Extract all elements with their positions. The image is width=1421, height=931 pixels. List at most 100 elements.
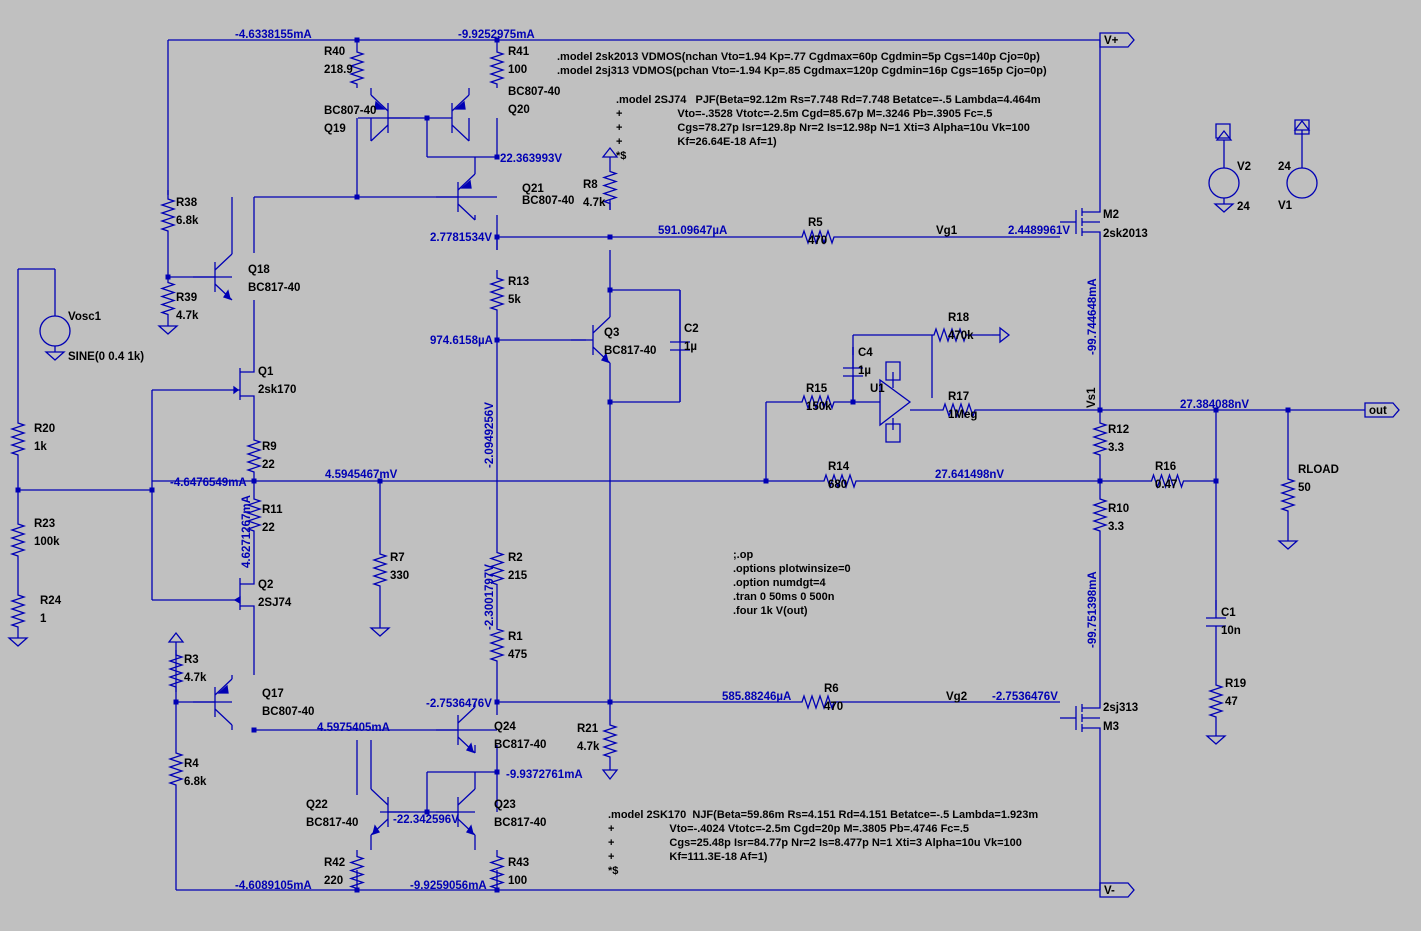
voltage-current-annotation: 2.7781534V <box>430 232 492 244</box>
voltage-current-annotation: -2.7536476V <box>426 698 492 710</box>
component-ref: R17 <box>948 391 969 403</box>
component-ref: C2 <box>684 323 699 335</box>
component-value: 150k <box>806 401 832 413</box>
component-value: BC817-40 <box>306 817 358 829</box>
junction-dot <box>763 478 769 484</box>
voltage-current-annotation: 4.6271267mA <box>241 495 253 568</box>
component-ref: Q22 <box>306 799 328 811</box>
component-value: 470 <box>824 701 843 713</box>
net-label-vg1: Vg1 <box>936 225 958 237</box>
junction-dot <box>149 487 155 493</box>
voltage-current-annotation: 974.6158µA <box>430 335 493 347</box>
component-ref: R14 <box>828 461 850 473</box>
voltage-current-annotation: -4.6089105mA <box>235 880 312 892</box>
component-ref: R1 <box>508 631 523 643</box>
junction-dot <box>354 37 360 43</box>
junction-dot <box>1213 478 1219 484</box>
component-value: BC817-40 <box>494 739 546 751</box>
component-ref: M3 <box>1103 721 1119 733</box>
directive-line: .model 2sk2013 VDMOS(nchan Vto=1.94 Kp=.… <box>557 51 1040 63</box>
directive-line: .tran 0 50ms 0 500n <box>733 591 835 603</box>
voltage-current-annotation: 2.4489961V <box>1008 225 1070 237</box>
component-ref: Q20 <box>508 104 530 116</box>
voltage-current-annotation: 22.363993V <box>500 153 562 165</box>
voltage-current-annotation: 591.09647µA <box>658 225 727 237</box>
component-ref: R9 <box>262 441 277 453</box>
component-ref: C4 <box>858 347 873 359</box>
resistor-r4: R46.8k <box>167 748 207 790</box>
junction-dot <box>251 727 257 733</box>
component-ref: R8 <box>583 179 598 191</box>
junction-dot <box>251 478 257 484</box>
junction-dot <box>607 399 613 405</box>
port-out: out <box>1369 405 1387 417</box>
voltage-current-annotation: -2.3001797V <box>484 564 496 630</box>
component-value: BC807-40 <box>324 105 376 117</box>
component-ref: M2 <box>1103 209 1119 221</box>
voltage-current-annotation: 4.5945467mV <box>325 469 398 481</box>
component-ref: R11 <box>262 504 283 516</box>
junction-dot <box>494 234 500 240</box>
directive-line: .model 2sj313 VDMOS(pchan Vto=-1.94 Kp=.… <box>557 65 1047 77</box>
resistor-r14: R14 680 <box>820 461 860 491</box>
component-value: 4.7k <box>583 197 606 209</box>
component-value: 24 <box>1278 161 1291 173</box>
directive-line: + Vto=-.4024 Vtotc=-2.5m Cgd=20p M=.3805… <box>608 823 969 835</box>
voltage-current-annotation: -99.744648mA <box>1087 278 1099 355</box>
directive-simulation: ;.op.options plotwinsize=0.option numdgt… <box>733 549 851 617</box>
component-value: 2SJ74 <box>258 597 292 609</box>
component-value: 680 <box>828 479 847 491</box>
directive-2sj74-model: .model 2SJ74 PJF(Beta=92.12m Rs=7.748 Rd… <box>616 94 1041 162</box>
component-value: BC817-40 <box>604 345 656 357</box>
component-value: BC817-40 <box>494 817 546 829</box>
component-ref: Q18 <box>248 264 270 276</box>
component-ref: Q1 <box>258 366 274 378</box>
component-ref: Q2 <box>258 579 273 591</box>
junction-dot <box>1285 407 1291 413</box>
component-ref: Q24 <box>494 721 516 733</box>
component-ref: R16 <box>1155 461 1176 473</box>
voltage-current-annotation: -22.342596V <box>393 814 459 826</box>
port-vplus: V+ <box>1104 35 1119 47</box>
component-ref: R12 <box>1108 424 1129 436</box>
junction-dot <box>494 37 500 43</box>
directive-vdmos-models: .model 2sk2013 VDMOS(nchan Vto=1.94 Kp=.… <box>557 51 1047 77</box>
voltage-current-annotation: -4.6338155mA <box>235 29 312 41</box>
directive-line: ;.op <box>733 549 753 561</box>
component-ref: U1 <box>870 383 885 395</box>
junction-dot <box>354 194 360 200</box>
component-ref: R42 <box>324 857 345 869</box>
directive-line: + Vto=-.3528 Vtotc=-2.5m Cgd=85.67p M=.3… <box>616 108 992 120</box>
component-value: BC807-40 <box>508 86 560 98</box>
component-ref: R13 <box>508 276 529 288</box>
component-ref: Q23 <box>494 799 516 811</box>
junction-dot <box>494 699 500 705</box>
component-ref: R6 <box>824 683 839 695</box>
component-ref: Q21 <box>522 183 544 195</box>
component-ref: R41 <box>508 46 530 58</box>
component-ref: Q17 <box>262 688 284 700</box>
component-ref: R18 <box>948 312 970 324</box>
component-ref: R38 <box>176 197 198 209</box>
grounds <box>7 146 1299 781</box>
